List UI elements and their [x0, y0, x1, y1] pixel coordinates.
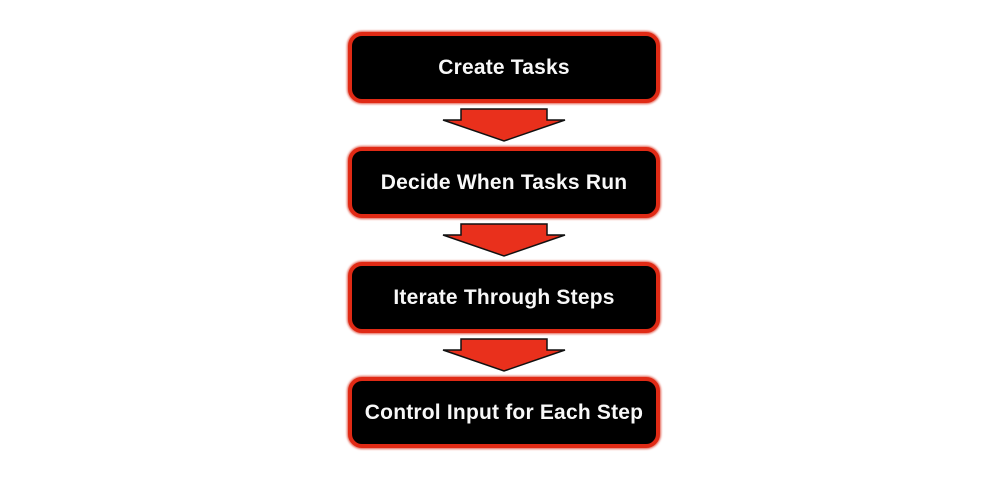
down-arrow-shape [442, 223, 566, 257]
down-arrow-icon [442, 223, 566, 257]
down-arrow-shape [442, 338, 566, 372]
flow-step-label: Create Tasks [438, 55, 570, 79]
flow-step-label: Iterate Through Steps [393, 285, 615, 309]
flow-step-decide-when-tasks-run: Decide When Tasks Run [348, 147, 660, 218]
flowchart-column: Create Tasks Decide When Tasks Run Itera… [348, 32, 660, 448]
down-arrow-icon [442, 338, 566, 372]
down-arrow-icon [442, 108, 566, 142]
flow-step-control-input-for-each-step: Control Input for Each Step [348, 377, 660, 448]
flow-step-iterate-through-steps: Iterate Through Steps [348, 262, 660, 333]
down-arrow-shape [442, 108, 566, 142]
flow-step-create-tasks: Create Tasks [348, 32, 660, 103]
flow-step-label: Control Input for Each Step [364, 400, 644, 424]
flow-step-label: Decide When Tasks Run [380, 170, 628, 194]
